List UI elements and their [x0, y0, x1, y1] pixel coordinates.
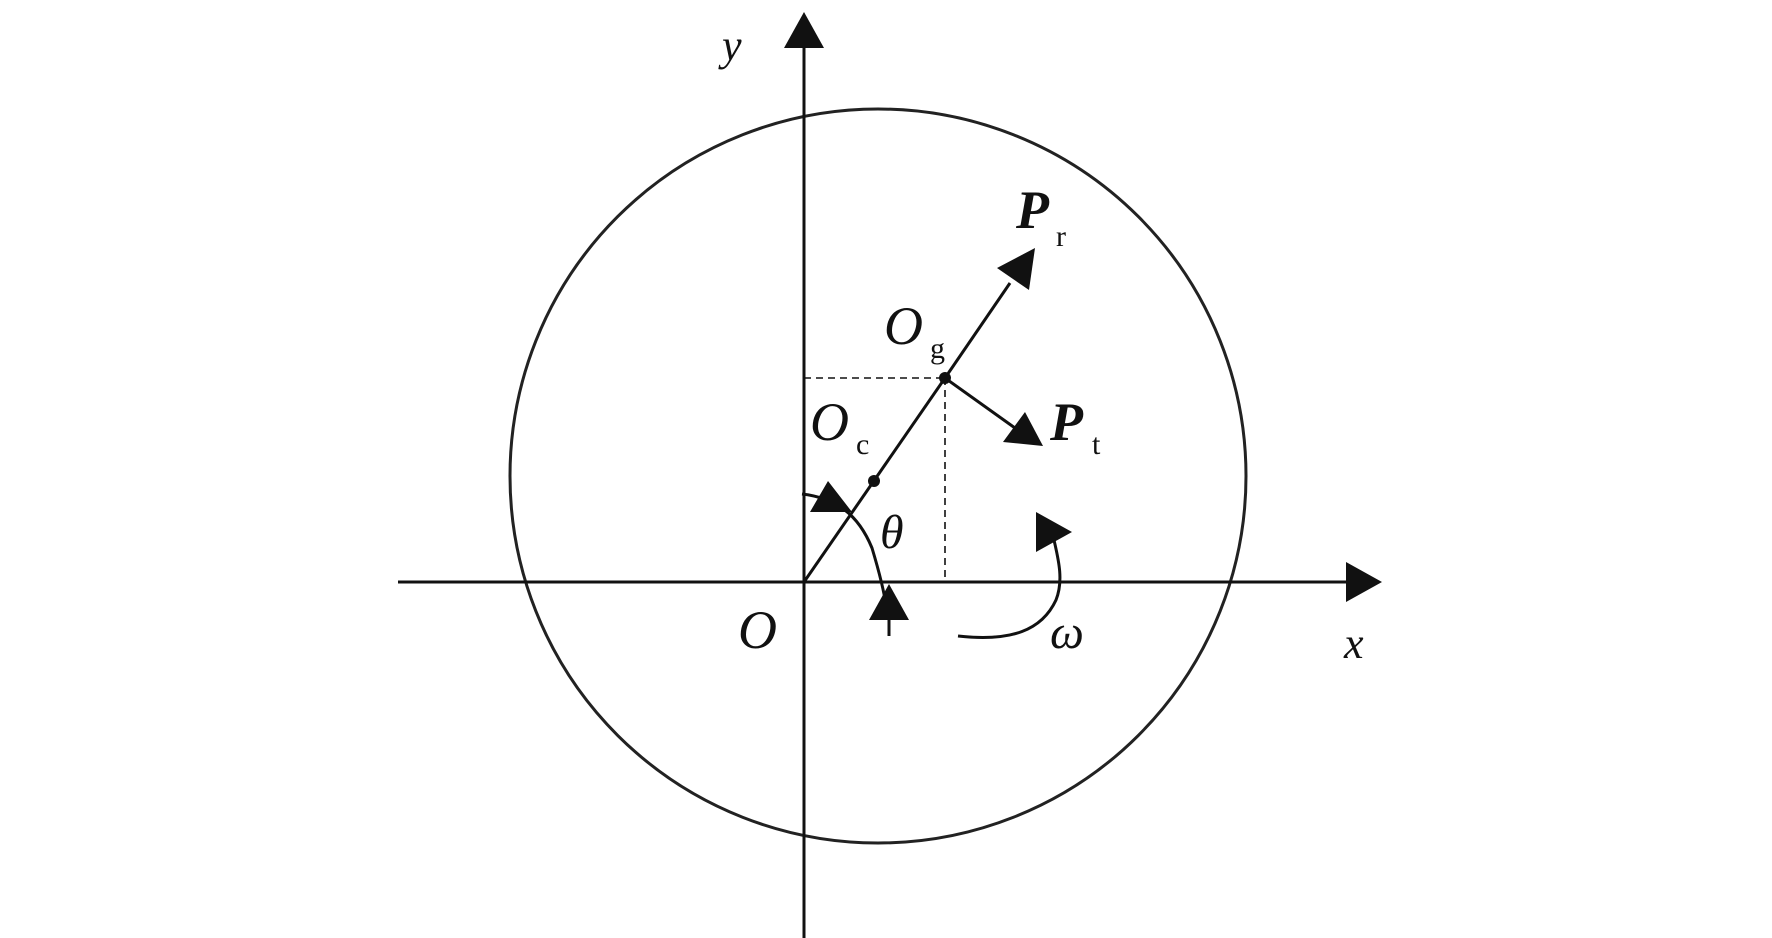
pr-vector-arrow [997, 248, 1035, 290]
pr-subscript: r [1056, 220, 1066, 253]
theta-arrow-bottom [869, 584, 909, 620]
pt-vector-arrow [1003, 412, 1043, 446]
origin-label: O [738, 600, 777, 660]
oc-subscript: c [856, 428, 869, 461]
pt-vector-shaft [944, 376, 1016, 430]
pt-subscript: t [1092, 428, 1101, 461]
omega-label: ω [1050, 606, 1084, 659]
x-axis-arrow [1346, 562, 1382, 602]
pt-label: P [1049, 392, 1084, 452]
omega-arc [957, 539, 1062, 639]
pr-vector-shaft [943, 282, 1012, 379]
omega-arrow [1036, 512, 1072, 552]
og-point [939, 372, 951, 384]
boundary-circle [508, 107, 1248, 845]
x-axis-label: x [1343, 619, 1364, 668]
y-axis-label: y [718, 21, 742, 70]
y-axis-arrow [784, 12, 824, 48]
og-subscript: g [930, 332, 945, 365]
theta-label: θ [880, 506, 904, 559]
oc-point [868, 475, 880, 487]
theta-arrow-top [810, 481, 852, 512]
pr-label: P [1015, 180, 1050, 240]
oc-label: O [810, 392, 849, 452]
og-label: O [884, 296, 923, 356]
